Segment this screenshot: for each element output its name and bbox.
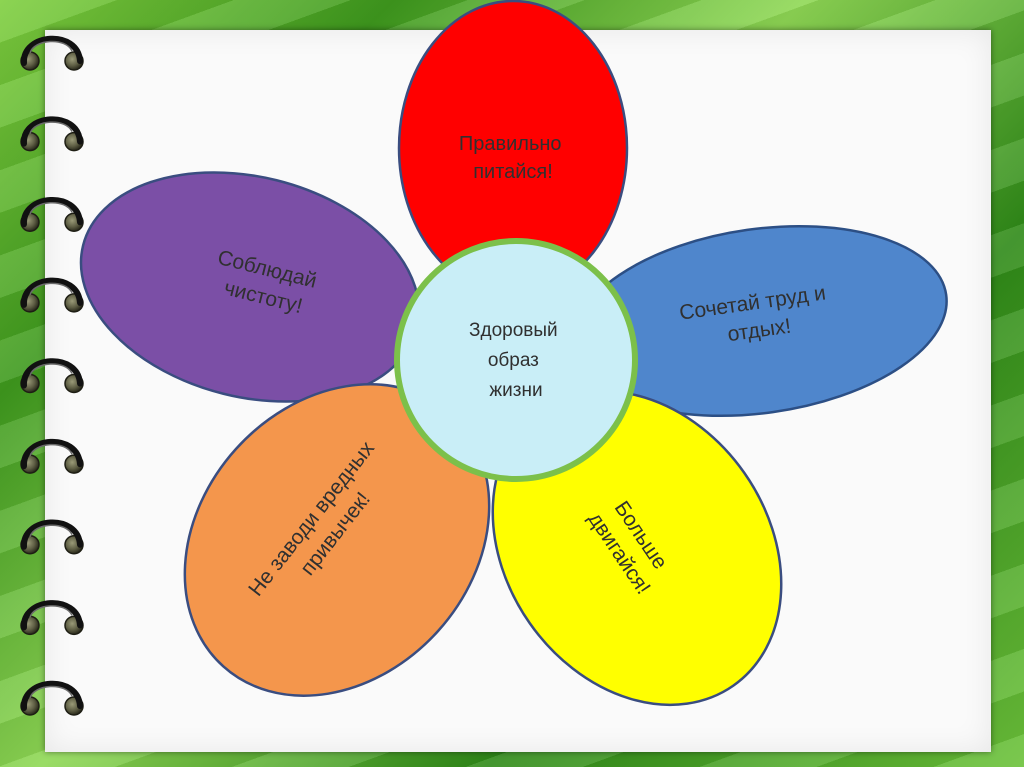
petal-bottom-left: Не заводи вредных привычек!: [183, 383, 491, 697]
petal-top-line-1: Правильно: [459, 133, 562, 155]
center-line-2: образ: [488, 350, 539, 371]
svg-text:Здоровый образ: Здоровый образ жизни: [469, 320, 563, 401]
flower-center: Здоровый образ жизни: [394, 238, 638, 482]
petal-top-line-2: питайся!: [473, 161, 553, 183]
center-line-3: жизни: [489, 380, 542, 401]
petal-right: Сочетай труд и отдых!: [572, 224, 948, 418]
petal-top: Правильно питайся!: [397, 0, 629, 297]
svg-text:Правильно питайся!: Правильно питайся!: [459, 133, 567, 183]
center-line-1: Здоровый: [469, 320, 558, 341]
petal-left: Соблюдай чистоту!: [79, 171, 421, 403]
